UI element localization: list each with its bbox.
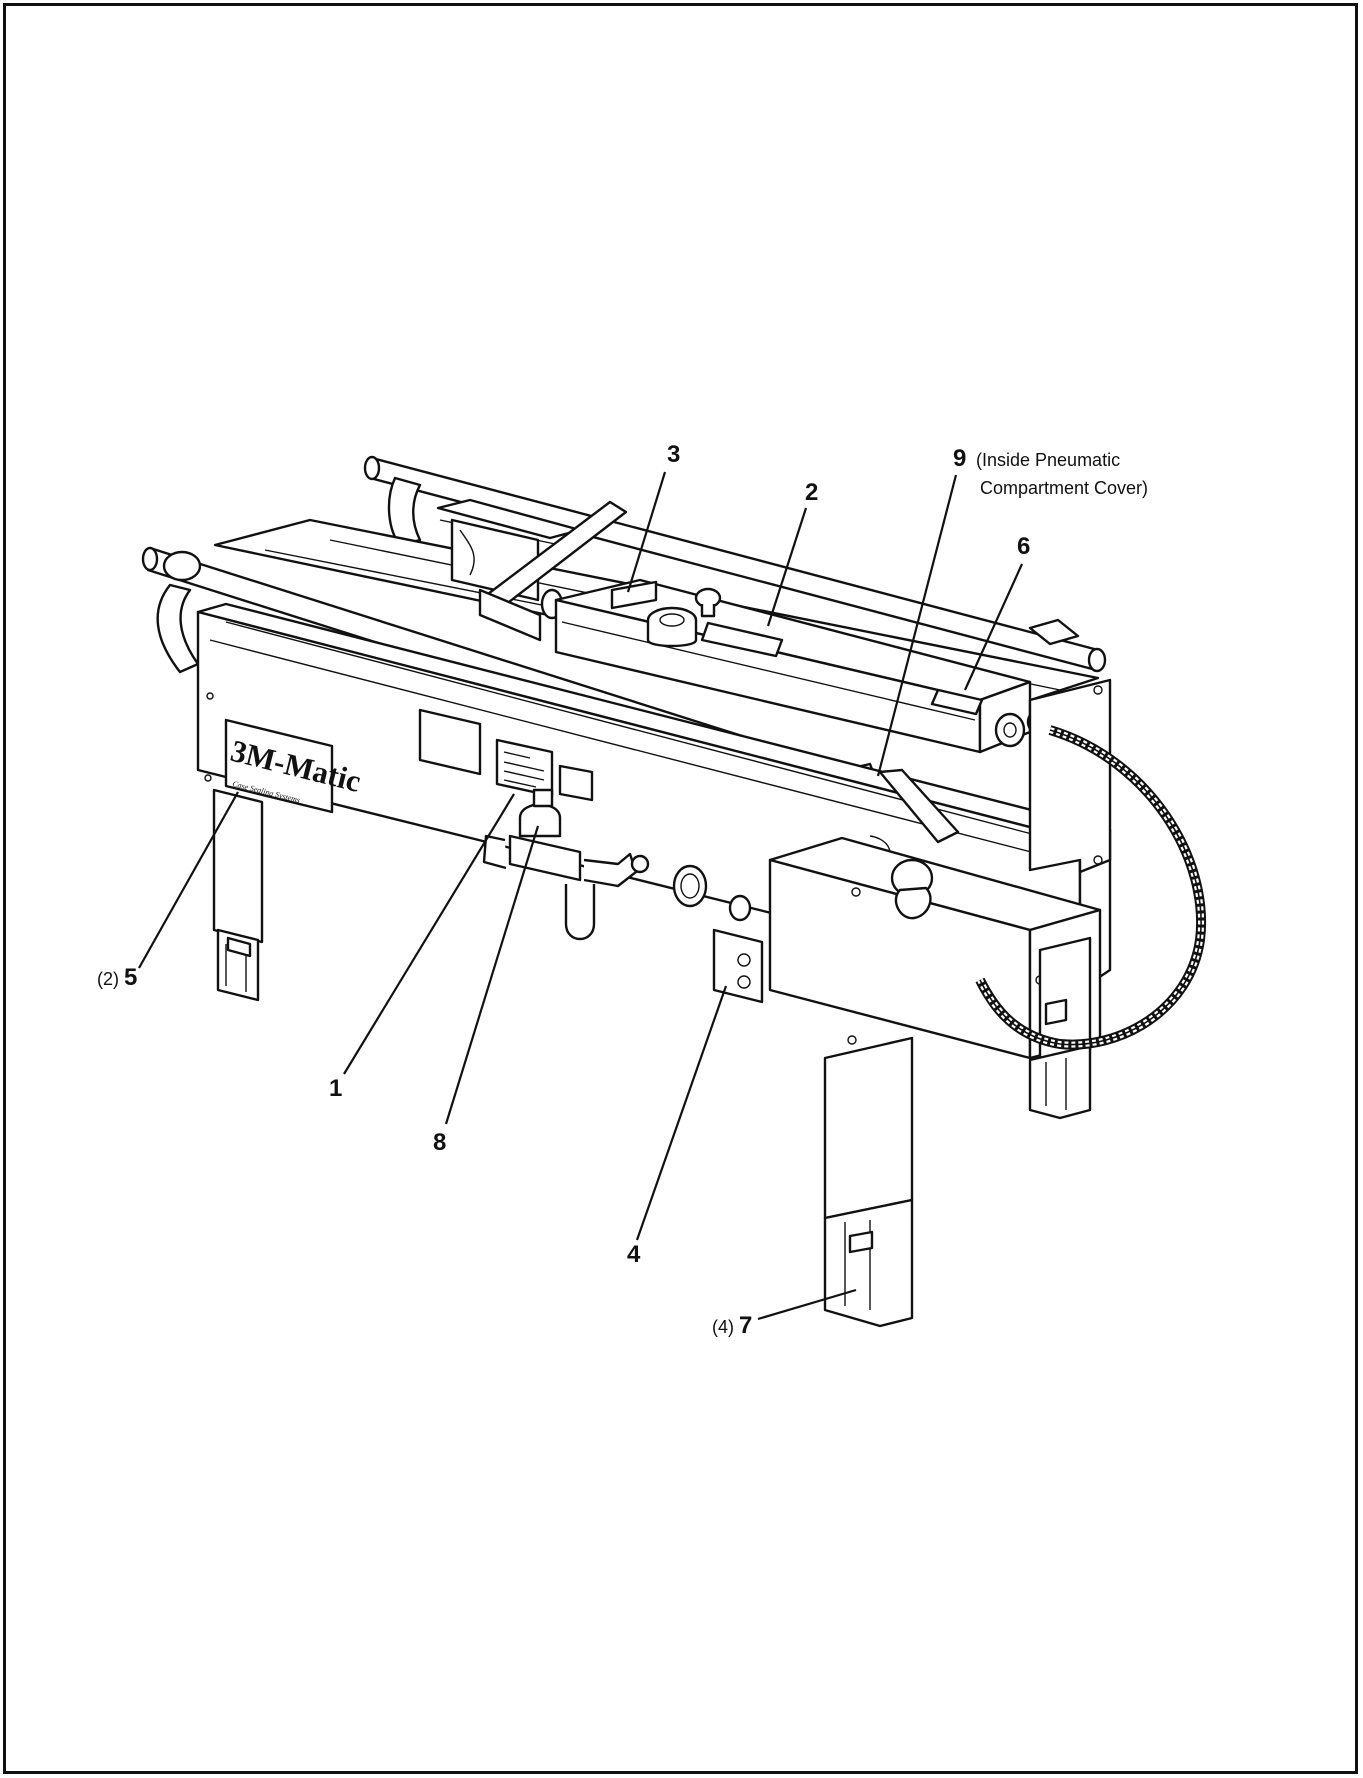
callout-8: 8 — [433, 1129, 446, 1156]
callout-3: 3 — [667, 441, 680, 468]
upper-taping-head — [554, 578, 1046, 754]
leader-2 — [766, 507, 808, 627]
leader-lines — [138, 471, 1024, 1321]
leader-7 — [757, 1288, 857, 1321]
leader-1 — [343, 793, 515, 1075]
callout-4: 4 — [627, 1241, 641, 1268]
callout-9-note-line2: Compartment Cover) — [980, 478, 1148, 498]
leader-8 — [444, 825, 540, 1125]
leader-4 — [635, 985, 728, 1241]
callout-7: 7 — [739, 1312, 752, 1339]
leader-9 — [876, 474, 958, 777]
callouts: 3 2 9 (Inside Pneumatic Compartment Cove… — [97, 441, 1148, 1339]
leader-5 — [138, 791, 239, 969]
filter-regulator — [482, 788, 650, 941]
right-side-panel — [1028, 678, 1112, 874]
callout-5-quantity: (2) — [97, 969, 119, 989]
callout-6: 6 — [1017, 533, 1030, 560]
leader-6 — [963, 563, 1024, 691]
rear-rail — [363, 455, 1107, 673]
air-hose — [975, 725, 1207, 1050]
callout-9-note-line1: (Inside Pneumatic — [976, 450, 1120, 470]
callout-9: 9 — [953, 445, 966, 472]
callout-5: 5 — [124, 964, 137, 991]
legs — [212, 788, 1092, 1328]
callout-1: 1 — [329, 1075, 342, 1102]
leader-3 — [626, 471, 667, 593]
case-sealer-illustration: 3M-Matic Case Sealing Systems — [141, 455, 1207, 1328]
callout-2: 2 — [805, 479, 818, 506]
callout-7-quantity: (4) — [712, 1317, 734, 1337]
